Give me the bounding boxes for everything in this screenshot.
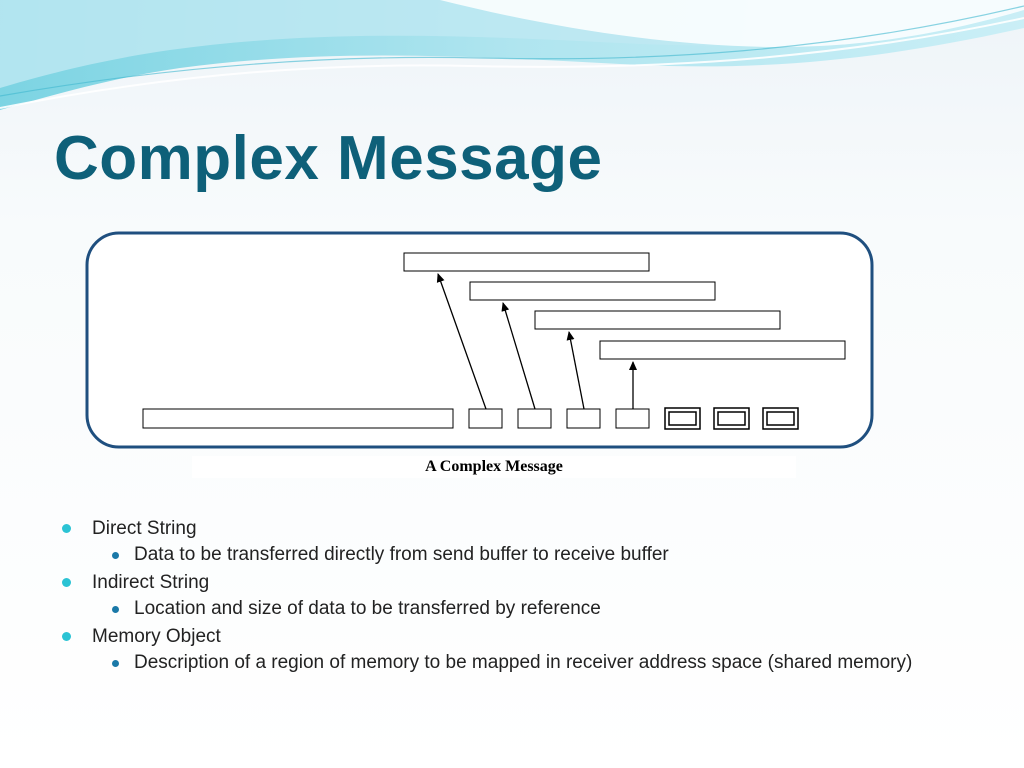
capability-field-2 bbox=[713, 407, 750, 430]
sub-bullet-text: Data to be transferred directly from sen… bbox=[134, 544, 669, 565]
bullet-dot-icon bbox=[62, 524, 71, 533]
figure-caption: A Complex Message bbox=[425, 458, 563, 475]
bullet-list: Direct String Data to be transferred dir… bbox=[62, 517, 962, 679]
message-header-field bbox=[142, 408, 454, 429]
bullet-text: Indirect String bbox=[92, 572, 210, 593]
complex-message-diagram bbox=[85, 231, 874, 449]
pointer-field-4 bbox=[615, 408, 650, 429]
pointer-field-2 bbox=[517, 408, 552, 429]
referenced-buffer-3 bbox=[534, 310, 781, 330]
bullet-item: Direct String bbox=[62, 517, 962, 544]
sub-bullet-item: Description of a region of memory to be … bbox=[62, 652, 962, 674]
capability-field-3 bbox=[762, 407, 799, 430]
sub-bullet-dot-icon bbox=[112, 660, 119, 667]
bullet-dot-icon bbox=[62, 632, 71, 641]
bullet-text: Memory Object bbox=[92, 626, 221, 647]
reference-arrow-2 bbox=[501, 302, 536, 410]
capability-field-1 bbox=[664, 407, 701, 430]
pointer-field-3 bbox=[566, 408, 601, 429]
bullet-item: Memory Object bbox=[62, 625, 962, 652]
pointer-field-1 bbox=[468, 408, 503, 429]
sub-bullet-text: Description of a region of memory to be … bbox=[134, 652, 913, 673]
referenced-buffer-2 bbox=[469, 281, 716, 301]
sub-bullet-item: Location and size of data to be transfer… bbox=[62, 598, 962, 620]
bullet-dot-icon bbox=[62, 578, 71, 587]
caption-background bbox=[192, 456, 796, 478]
header-wave-decoration bbox=[0, 0, 1024, 110]
reference-arrow-3 bbox=[566, 331, 585, 410]
sub-bullet-dot-icon bbox=[112, 606, 119, 613]
sub-bullet-text: Location and size of data to be transfer… bbox=[134, 598, 601, 619]
sub-bullet-item: Data to be transferred directly from sen… bbox=[62, 544, 962, 566]
reference-arrow-1 bbox=[436, 273, 487, 410]
bullet-item: Indirect String bbox=[62, 571, 962, 598]
sub-bullet-dot-icon bbox=[112, 552, 119, 559]
bullet-text: Direct String bbox=[92, 518, 197, 539]
slide-title: Complex Message bbox=[54, 124, 603, 193]
referenced-buffer-1 bbox=[403, 252, 650, 272]
referenced-buffer-4 bbox=[599, 340, 846, 360]
